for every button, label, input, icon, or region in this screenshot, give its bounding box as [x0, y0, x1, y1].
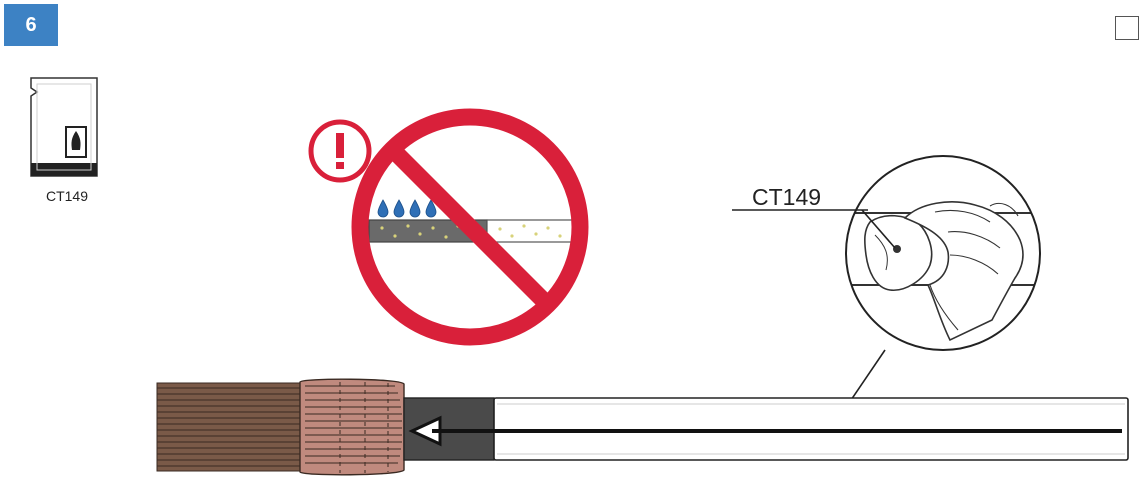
callout-label: CT149 [752, 184, 822, 210]
step-complete-checkbox[interactable] [1115, 16, 1139, 40]
wipe-pack-icon [30, 77, 98, 177]
cable-illustration [156, 378, 1129, 476]
exclamation-circle-icon [308, 119, 372, 183]
wipe-detail-callout [732, 155, 1041, 435]
product-label: CT149 [45, 188, 89, 204]
step-number-badge: 6 [4, 4, 58, 46]
no-water-prohibition-icon [351, 108, 589, 346]
